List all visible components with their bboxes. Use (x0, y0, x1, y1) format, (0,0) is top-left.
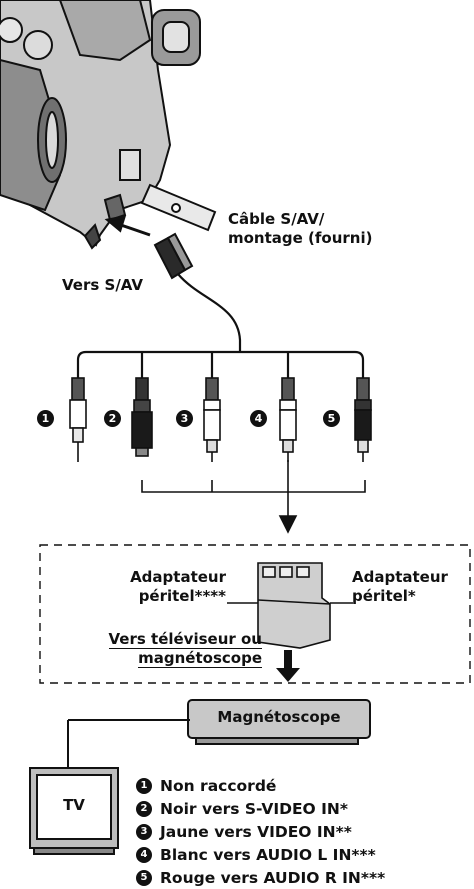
connector-1 (69, 377, 87, 462)
cable-branches (76, 350, 365, 378)
cable-label-line-2: montage (fourni) (228, 229, 373, 247)
connector-5 (354, 377, 372, 462)
scart-adapter (257, 562, 331, 649)
connector-number-4: 4 (250, 407, 267, 427)
vers-sav-label: Vers S/AV (62, 276, 143, 294)
vcr-device (67, 699, 371, 768)
adapter-left-line-2: péritel**** (138, 587, 226, 605)
cable-label: Câble S/AV/ montage (fourni) (228, 210, 372, 248)
legend-text-2: Noir vers S-VIDEO IN* (160, 799, 348, 818)
adapter-left-line-1: Adaptateur (130, 568, 226, 586)
cable-label-line-1: Câble S/AV/ (228, 210, 325, 228)
connector-number-5: 5 (323, 407, 340, 427)
bracket-lines (141, 460, 366, 534)
legend-text-4: Blanc vers AUDIO L IN*** (160, 845, 376, 864)
sav-plug (153, 232, 242, 352)
connector-3 (203, 377, 221, 462)
connector-number-3: 3 (176, 407, 193, 427)
connector-4 (279, 377, 297, 462)
adapter-right-line-2: péritel* (352, 587, 416, 605)
arrow-to-sav (104, 215, 151, 237)
adapter-left-label: Adaptateur péritel**** (120, 568, 226, 606)
arrow-to-vcr (276, 650, 300, 682)
vers-tv-line-1: Vers téléviseur ou (108, 630, 262, 649)
connector-number-1: 1 (37, 407, 54, 427)
legend-text-1: Non raccordé (160, 776, 277, 795)
connector-number-2: 2 (104, 407, 121, 427)
tv-device (29, 767, 119, 855)
camcorder-illustration (0, 0, 217, 250)
tv-label: TV (63, 796, 85, 814)
vcr-label: Magnétoscope (217, 708, 341, 726)
legend-text-3: Jaune vers VIDEO IN** (160, 822, 352, 841)
adapter-right-line-1: Adaptateur (352, 568, 448, 586)
legend-text-5: Rouge vers AUDIO R IN*** (160, 868, 386, 887)
adapter-dashed-box (39, 544, 471, 684)
vers-tv-label: Vers téléviseur ou magnétoscope (100, 630, 262, 668)
adapter-right-label: Adaptateur péritel* (352, 568, 448, 606)
vers-tv-line-2: magnétoscope (138, 649, 262, 668)
connector-2 (131, 377, 153, 457)
